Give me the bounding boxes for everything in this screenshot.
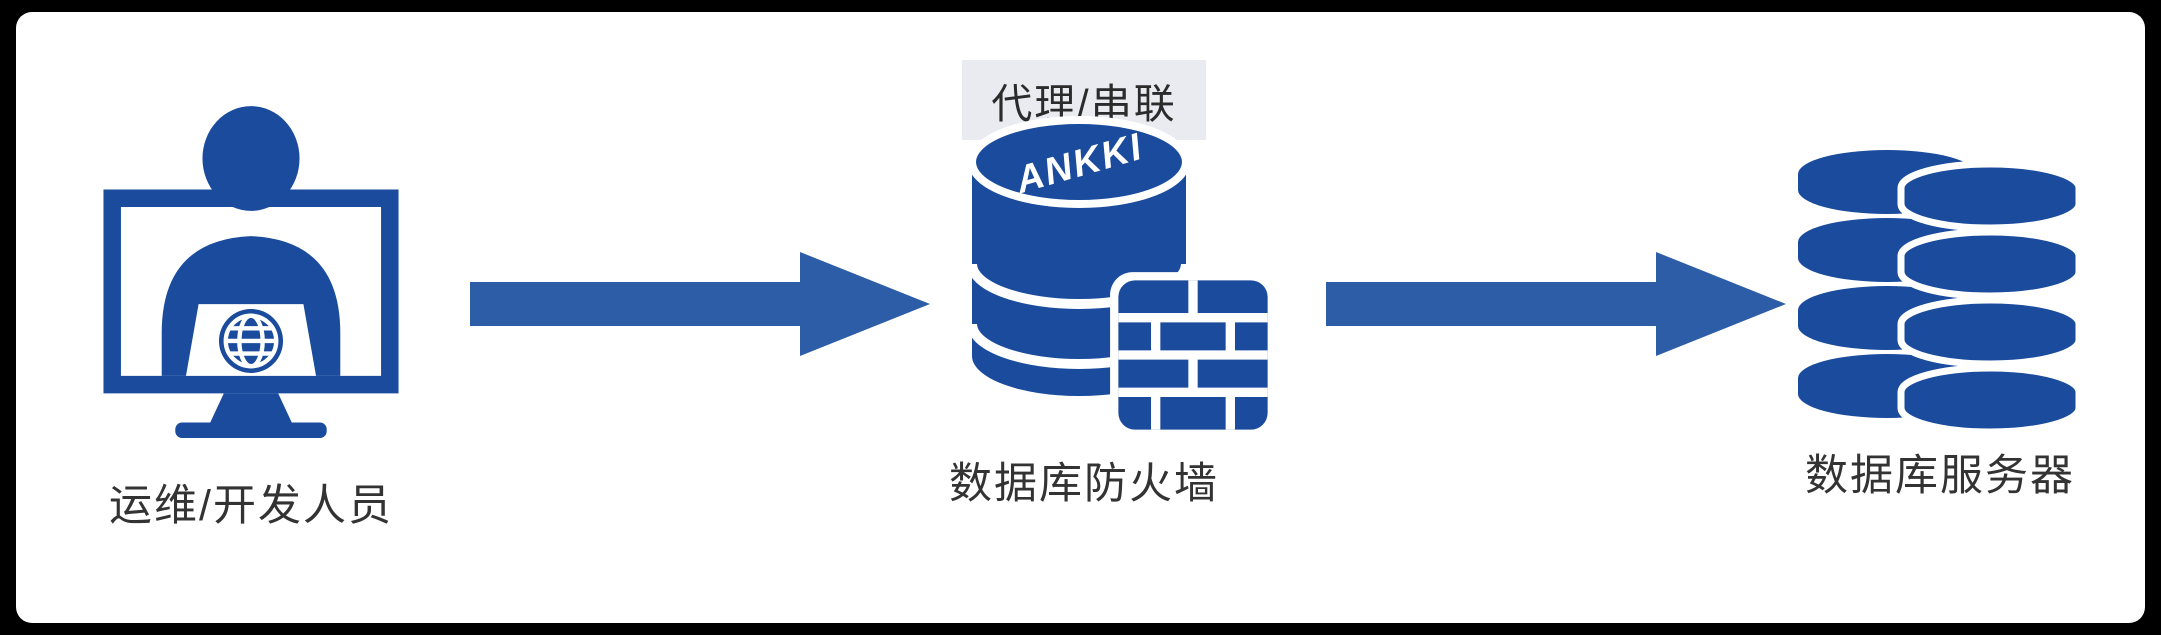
globe-icon [218, 308, 284, 373]
database-server-icon [1798, 150, 2083, 436]
arrow-client-to-firewall [470, 252, 930, 356]
brick-mortar-lines [1118, 280, 1268, 430]
server-label: 数据库服务器 [1805, 452, 2075, 500]
operator-label: 运维/开发人员 [109, 482, 393, 530]
arrow-firewall-to-server [1326, 252, 1786, 356]
operator-monitor-icon [103, 106, 399, 439]
monitor-stand [210, 393, 292, 423]
person-head [202, 106, 300, 211]
firewall-label: 数据库防火墙 [949, 460, 1219, 508]
front-db-stack [1897, 160, 2083, 436]
db-top-disc [968, 116, 1190, 208]
diagram-panel: 运维/开发人员 代理/串联 ANKKI [16, 12, 2145, 623]
firewall-brick-icon [1110, 272, 1276, 438]
monitor-base [175, 422, 327, 439]
